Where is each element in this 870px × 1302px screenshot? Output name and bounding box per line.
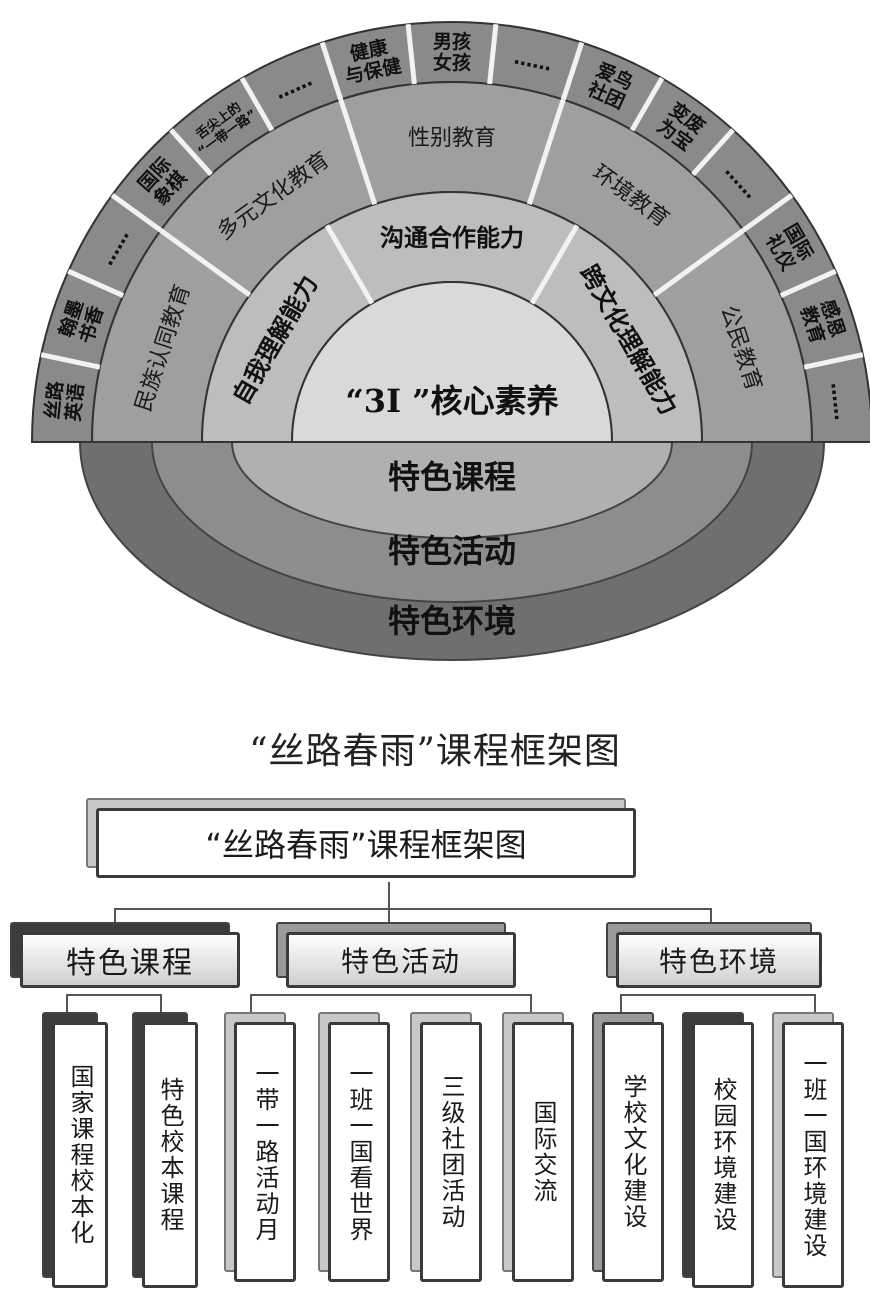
outer-item-label: 丝路 (40, 379, 67, 420)
course-framework-tree: “丝路春雨”课程框架图 特色课程 特色活动 特色环境 国家课程校本化 特色校本课… (0, 790, 870, 1302)
outer-divider (110, 193, 163, 233)
core-circle (290, 281, 614, 443)
root-connector (114, 908, 712, 932)
diagram-caption: “丝路春雨”课程框架图 (249, 731, 621, 772)
outer-item: …… (826, 381, 852, 421)
leaf-node: 一带一路活动月 (224, 1012, 296, 1282)
leaf-label: 国家课程校本化 (52, 1022, 108, 1288)
outer-divider (779, 268, 837, 298)
outer-divider (405, 24, 417, 85)
outer-divider (487, 24, 499, 85)
outer-divider (803, 352, 864, 370)
group-special-courses-label: 特色课程 (20, 932, 240, 988)
outer-divider (319, 41, 344, 101)
leaf-label: 一带一路活动月 (234, 1022, 296, 1282)
group-special-activities-label: 特色活动 (286, 932, 516, 988)
band-label: 特色活动 (388, 532, 516, 570)
outer-divider (560, 41, 585, 101)
leaf-node: 三级社团活动 (410, 1012, 482, 1282)
education-divider (338, 98, 378, 206)
competency-divider (529, 224, 580, 305)
group-1-connector (66, 994, 162, 1012)
leaf-label: 特色校本课程 (142, 1022, 198, 1288)
group-special-environment: 特色环境 (606, 922, 822, 988)
competency-divider (324, 224, 375, 305)
leaf-node: 校园环境建设 (682, 1012, 754, 1288)
leaf-label: 三级社团活动 (420, 1022, 482, 1282)
leaf-node: 一班一国看世界 (318, 1012, 390, 1282)
outer-divider (40, 352, 101, 370)
outer-divider (169, 128, 213, 177)
group-2-connector (250, 994, 532, 1012)
group-special-activities: 特色活动 (276, 922, 516, 988)
outer-divider (691, 128, 735, 177)
outer-divider (741, 193, 794, 233)
group-special-environment-label: 特色环境 (616, 932, 822, 988)
education-divider (159, 228, 252, 298)
leaf-label: 校园环境建设 (692, 1022, 754, 1288)
education-area-label: 性别教育 (408, 126, 496, 151)
leaf-node: 国家课程校本化 (42, 1012, 108, 1288)
root-stem (388, 882, 390, 930)
outer-divider (239, 77, 275, 132)
tree-root: “丝路春雨”课程框架图 (86, 798, 636, 878)
outer-item-label: 男孩 (433, 30, 471, 53)
bowl-band-3 (230, 441, 674, 539)
education-divider (526, 98, 566, 206)
leaf-node: 学校文化建设 (592, 1012, 664, 1282)
core-label: “3I ”核心素养 (345, 382, 558, 420)
course-fan-diagram: 特色课程特色活动特色环境丝路英语翰墨书香……国际象棋舌尖上的“一带一路”……健康… (30, 21, 870, 661)
outer-divider (67, 268, 125, 298)
leaf-label: 国际交流 (512, 1022, 574, 1282)
outer-item-label: 女孩 (433, 51, 471, 74)
outer-item-label: 英语 (61, 382, 88, 422)
leaf-label: 一班一国看世界 (328, 1022, 390, 1282)
band-label: 特色环境 (388, 602, 516, 640)
outer-item-label: …… (826, 381, 852, 421)
leaf-node: 国际交流 (502, 1012, 574, 1282)
leaf-node: 特色校本课程 (132, 1012, 198, 1288)
outer-divider (629, 77, 665, 132)
tree-root-label: “丝路春雨”课程框架图 (96, 808, 636, 878)
leaf-node: 一班一国环境建设 (772, 1012, 844, 1288)
group-3-connector (620, 994, 816, 1012)
competency-label: 沟通合作能力 (380, 224, 524, 252)
education-divider (652, 228, 745, 298)
leaf-label: 一班一国环境建设 (782, 1022, 844, 1288)
group-special-courses: 特色课程 (10, 922, 240, 988)
leaf-label: 学校文化建设 (602, 1022, 664, 1282)
band-label: 特色课程 (388, 458, 516, 496)
